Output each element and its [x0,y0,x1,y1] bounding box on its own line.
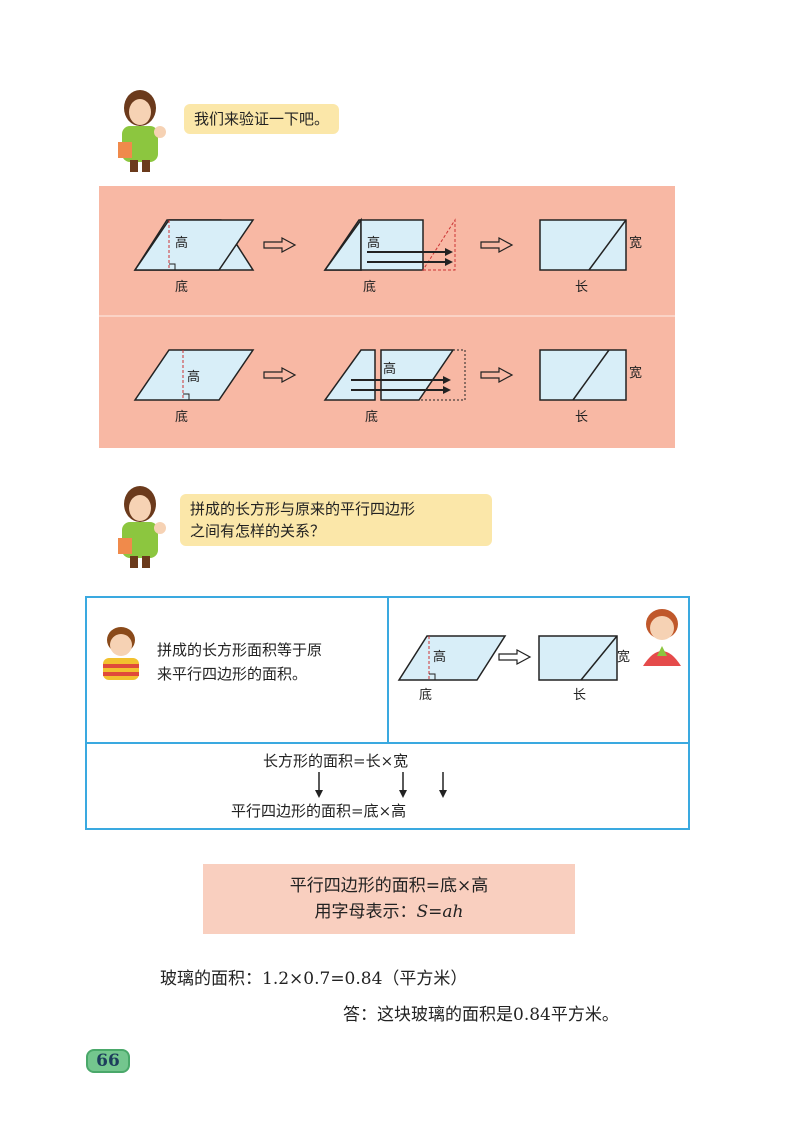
teacher-illustration [118,486,166,568]
label-height: 高 [187,370,201,385]
label-base: 底 [175,410,189,425]
label-length: 长 [573,688,587,703]
rectangle-formula: 长方形的面积=长×宽 [263,752,409,770]
transformation-panel: 高 底 高 底 宽 长 高 底 高 底 宽 长 [99,186,675,448]
teacher-illustration [118,90,166,172]
label-width: 宽 [629,236,643,251]
label-height: 高 [175,236,189,251]
label-base: 底 [365,410,379,425]
kid-statement: 拼成的长方形面积等于原 来平行四边形的面积。 [157,638,322,686]
formula-line: 平行四边形的面积=底×高 [289,876,489,896]
kid-statement-line: 来平行四边形的面积。 [157,665,308,683]
mini-diagram [397,635,618,681]
label-length: 长 [575,410,589,425]
box-vertical-divider [387,598,389,744]
label-base: 底 [419,688,433,703]
bubble-line: 拼成的长方形与原来的平行四边形 [190,500,416,518]
arrow-icon [480,366,514,384]
arrow-icon [498,648,532,666]
boy-illustration [103,627,139,680]
arrow-icon [480,236,514,254]
label-base: 底 [175,280,189,295]
transformation-diagram [133,217,627,401]
bubble-line: 之间有怎样的关系？ [190,522,326,540]
comparison-box: 拼成的长方形面积等于原 来平行四边形的面积。 高 底 长 宽 长方形的面积=长×… [85,596,690,830]
label-length: 长 [575,280,589,295]
arrow-icon [263,366,297,384]
label-height: 高 [367,236,381,251]
label-height: 高 [433,650,447,665]
parallelogram-formula: 平行四边形的面积=底×高 [231,802,407,820]
rectangle-row2 [539,349,627,401]
answer-line: 答：这块玻璃的面积是0.84平方米。 [343,1005,619,1025]
parallelogram-row1 [133,219,255,271]
speech-bubble-question: 拼成的长方形与原来的平行四边形 之间有怎样的关系？ [180,494,492,546]
panel-divider [99,315,675,317]
cut-left-piece [323,349,376,401]
formula-box: 平行四边形的面积=底×高 用字母表示：S=ah [203,864,575,934]
arrow-icon [263,236,297,254]
formula-line: 用字母表示：S=ah [203,899,575,925]
moved-triangle-outline [422,218,456,271]
derivation-arrows [315,772,447,798]
box-horizontal-divider [87,742,688,744]
glass-calculation: 玻璃的面积：1.2×0.7=0.84（平方米） [160,969,468,989]
right-angle-mark [169,263,176,270]
formula-letters: S=ah [416,902,464,922]
parallelogram-row2 [133,349,255,401]
right-angle-mark [183,393,190,400]
girl-illustration [643,609,681,666]
speech-bubble-verify: 我们来验证一下吧。 [184,104,340,134]
kid-statement-line: 拼成的长方形面积等于原 [157,641,323,659]
label-width: 宽 [617,650,631,665]
label-height: 高 [383,362,397,377]
label-base: 底 [363,280,377,295]
label-width: 宽 [629,366,643,381]
formula-prefix: 用字母表示： [314,902,417,922]
rectangle-row1 [539,219,627,271]
page-number: 66 [86,1049,130,1073]
target-outline [380,349,466,401]
